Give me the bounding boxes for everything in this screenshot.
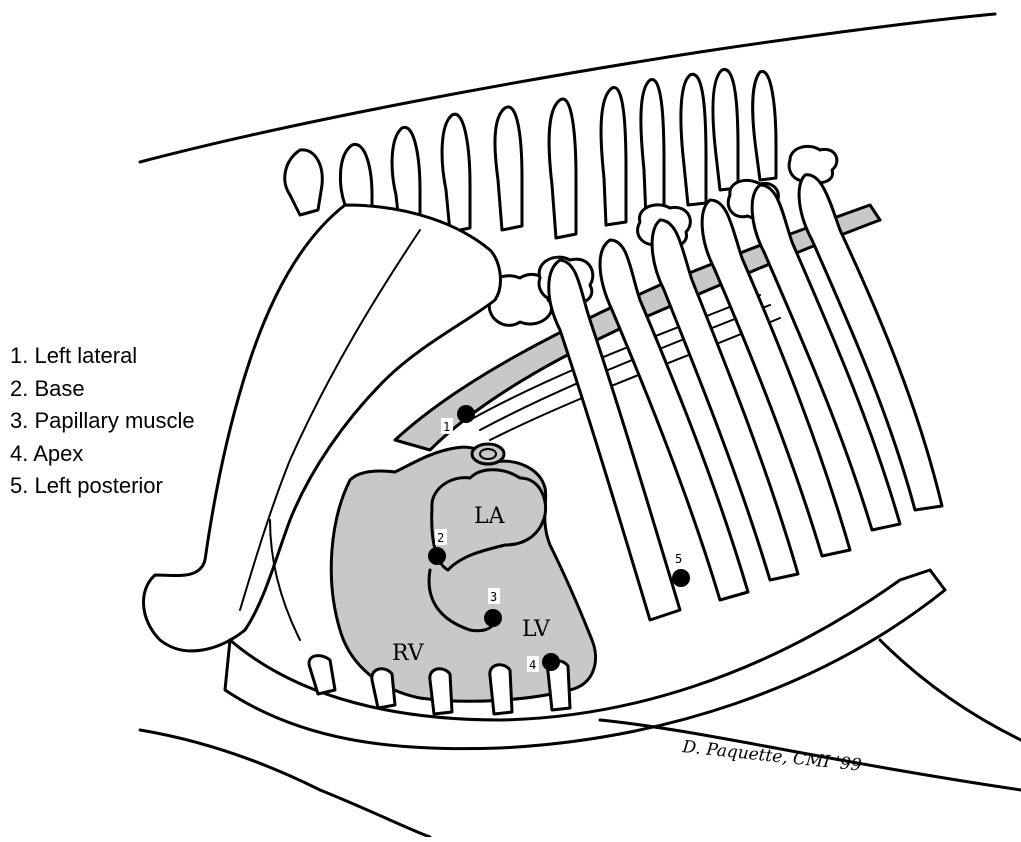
belly-contour-2: [880, 640, 1021, 740]
site-legend: 1. Left lateral 2. Base 3. Papillary mus…: [10, 340, 195, 503]
site-3-marker: [484, 609, 502, 627]
legend-item-papillary-muscle: 3. Papillary muscle: [10, 405, 195, 438]
site-3-number: 3: [490, 590, 497, 604]
site-2-number: 2: [437, 531, 444, 545]
site-4-marker: [542, 653, 560, 671]
legend-item-base: 2. Base: [10, 373, 195, 406]
site-5: 5: [672, 550, 690, 587]
site-5-number: 5: [675, 552, 682, 566]
label-rv: RV: [392, 641, 425, 666]
site-1-number: 1: [443, 420, 450, 434]
legend-item-apex: 4. Apex: [10, 438, 195, 471]
label-la: LA: [474, 504, 506, 529]
label-lv: LV: [522, 617, 551, 642]
site-4-number: 4: [529, 658, 536, 672]
site-1-marker: [457, 405, 475, 423]
aortic-root: [472, 444, 504, 464]
site-2-marker: [428, 547, 446, 565]
legend-item-left-posterior: 5. Left posterior: [10, 470, 195, 503]
site-5-marker: [672, 569, 690, 587]
legend-item-left-lateral: 1. Left lateral: [10, 340, 195, 373]
artist-signature: D. Paquette, CMI '99: [680, 737, 862, 776]
